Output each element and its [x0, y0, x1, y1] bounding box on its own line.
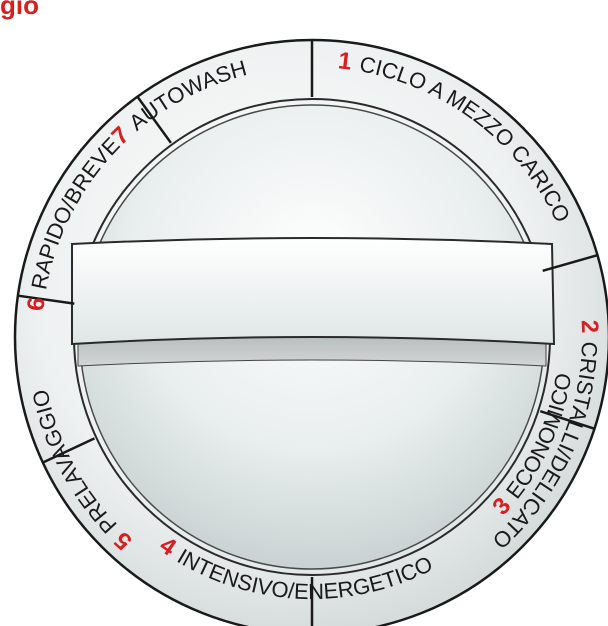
program-number: 2 [576, 319, 603, 333]
knob-grip[interactable] [72, 238, 554, 344]
